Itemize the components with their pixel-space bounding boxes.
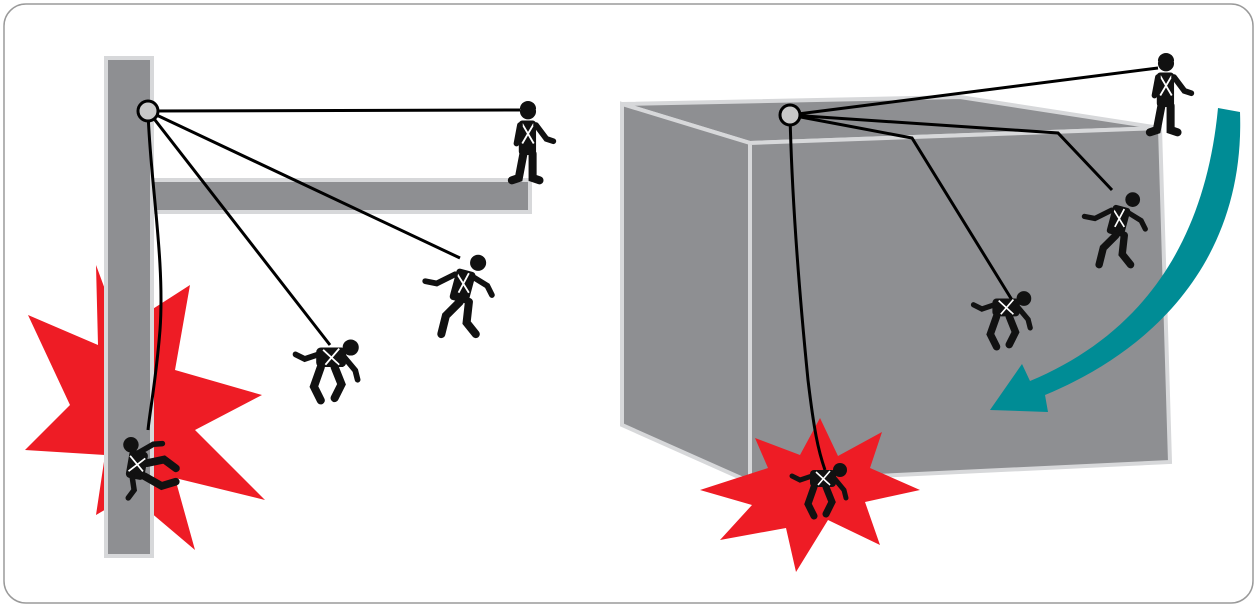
lifelines-left <box>146 108 521 431</box>
lifeline-fall-1 <box>147 109 461 260</box>
lifeline-impact <box>146 110 163 431</box>
lifeline-fall-1 <box>789 113 1114 192</box>
lifeline-fall-2 <box>789 113 1014 301</box>
lifeline-impact <box>788 114 827 471</box>
vertical-column <box>104 56 154 558</box>
lifeline-standing <box>147 108 521 113</box>
lifeline-fall-2 <box>146 110 332 346</box>
lifeline-standing <box>789 66 1159 117</box>
wall-side-face <box>620 101 752 486</box>
wall-front-face <box>748 125 1173 485</box>
left-scene <box>25 56 553 558</box>
swing-direction-arrow <box>990 108 1241 412</box>
lifelines-right <box>788 66 1159 471</box>
anchor-ring <box>778 103 802 127</box>
anchor-ring <box>136 99 160 123</box>
right-scene <box>620 53 1241 572</box>
